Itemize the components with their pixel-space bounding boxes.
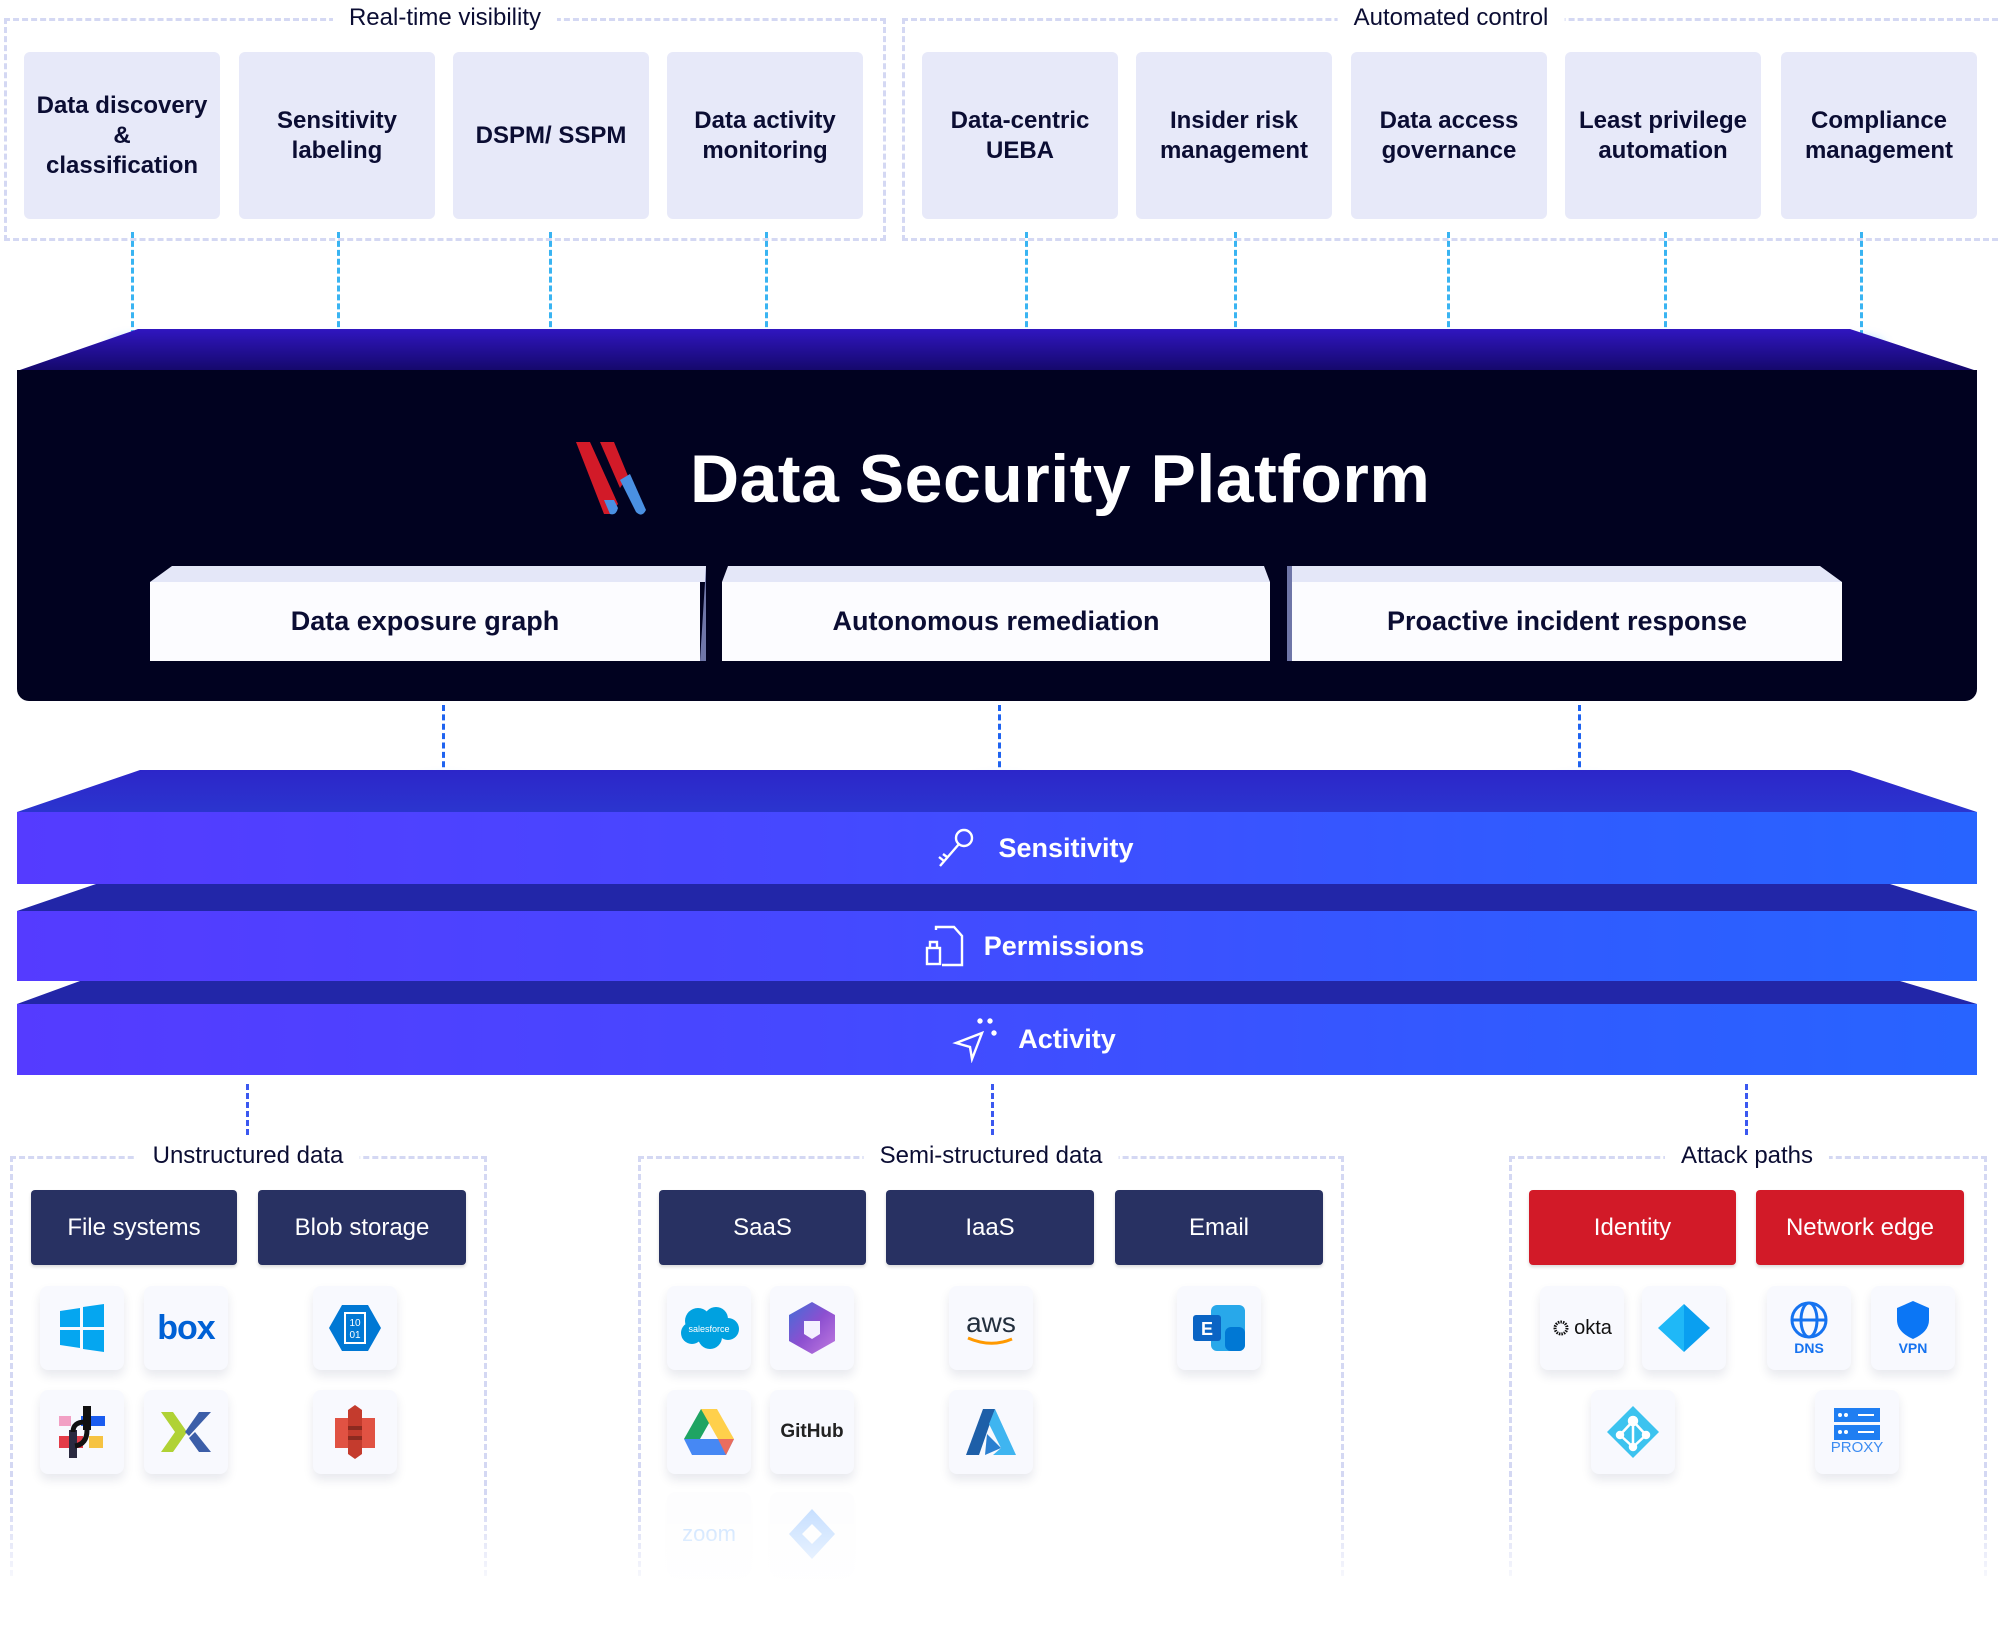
entra-id-logo (1642, 1286, 1726, 1370)
connector-line (1447, 232, 1450, 345)
iaas-button[interactable]: IaaS (886, 1190, 1094, 1265)
cursor-sparkle-icon (952, 1017, 997, 1063)
layer-permissions: Permissions (17, 911, 1977, 981)
module-data-exposure-graph: Data exposure graph (150, 582, 700, 661)
group-label: Attack paths (1664, 1141, 1830, 1171)
key-icon (938, 828, 974, 867)
module-top-faces (150, 566, 1842, 661)
connector-line (1664, 232, 1667, 345)
capability-card: Compliance management (1781, 52, 1977, 219)
group-label: Automated control (1337, 3, 1565, 33)
connector-line (1745, 1084, 1748, 1135)
layer-stack-faces (17, 770, 1977, 1004)
google-drive-logo (667, 1390, 751, 1474)
github-logo: GitHub (770, 1390, 854, 1474)
file-systems-button[interactable]: File systems (31, 1190, 237, 1265)
identity-button[interactable]: Identity (1529, 1190, 1736, 1265)
jira-logo (770, 1492, 854, 1576)
blob-storage-button[interactable]: Blob storage (258, 1190, 466, 1265)
capability-card: Data-centric UEBA (922, 52, 1118, 219)
box-logo: box (144, 1286, 228, 1370)
connector-line (246, 1084, 249, 1135)
layer-activity: Activity (17, 1004, 1977, 1075)
aws-s3-logo (313, 1390, 397, 1474)
capability-card: Insider risk management (1136, 52, 1332, 219)
group-label: Semi-structured data (863, 1141, 1119, 1171)
connector-line (991, 1084, 994, 1135)
varonis-logo (576, 442, 646, 515)
svg-text:01: 01 (349, 1330, 361, 1341)
salesforce-logo: salesforce (667, 1286, 751, 1370)
platform-top-face (17, 329, 1977, 371)
microsoft365-logo (770, 1286, 854, 1370)
capability-card: Data access governance (1351, 52, 1547, 219)
svg-text:E: E (1201, 1319, 1213, 1339)
svg-text:salesforce: salesforce (688, 1324, 729, 1334)
connector-line (765, 232, 768, 345)
proxy-icon: PROXY (1815, 1390, 1899, 1474)
connector-line (131, 232, 134, 345)
active-directory-logo (1591, 1390, 1675, 1474)
group-label: Real-time visibility (332, 3, 558, 33)
capability-card: Sensitivity labeling (239, 52, 435, 219)
nasuni-logo (40, 1390, 124, 1474)
capability-card: DSPM/ SSPM (453, 52, 649, 219)
connector-line (337, 232, 340, 345)
module-proactive-incident-response: Proactive incident response (1292, 582, 1842, 661)
vpn-icon: VPN (1871, 1286, 1955, 1370)
aws-logo: aws (949, 1286, 1033, 1370)
connector-line (1025, 232, 1028, 345)
layer-label: Activity (1018, 1024, 1116, 1054)
capability-card: Data discovery & classification (24, 52, 220, 219)
layer-label: Permissions (983, 930, 1145, 961)
connector-line (998, 705, 1001, 786)
nutanix-logo (144, 1390, 228, 1474)
capability-card: Least privilege automation (1565, 52, 1761, 219)
network-edge-button[interactable]: Network edge (1756, 1190, 1964, 1265)
azure-logo (949, 1390, 1033, 1474)
connector-line (1860, 232, 1863, 345)
zoom-logo: zoom (667, 1492, 751, 1576)
group-label: Unstructured data (136, 1141, 360, 1171)
layer-sensitivity: Sensitivity (17, 812, 1977, 884)
connector-line (1578, 705, 1581, 786)
exchange-logo: E (1177, 1286, 1261, 1370)
okta-logo: okta (1540, 1286, 1624, 1370)
saas-button[interactable]: SaaS (659, 1190, 866, 1265)
platform-title: Data Security Platform (690, 441, 1431, 517)
email-button[interactable]: Email (1115, 1190, 1323, 1265)
connector-line (442, 705, 445, 786)
layer-label: Sensitivity (998, 832, 1134, 863)
connector-line (549, 232, 552, 345)
file-lock-icon (925, 925, 963, 967)
svg-text:10: 10 (349, 1318, 361, 1329)
dns-icon: DNS (1767, 1286, 1851, 1370)
module-autonomous-remediation: Autonomous remediation (722, 582, 1270, 661)
connector-line (1234, 232, 1237, 345)
capability-card: Data activity monitoring (667, 52, 863, 219)
windows-logo (40, 1286, 124, 1370)
